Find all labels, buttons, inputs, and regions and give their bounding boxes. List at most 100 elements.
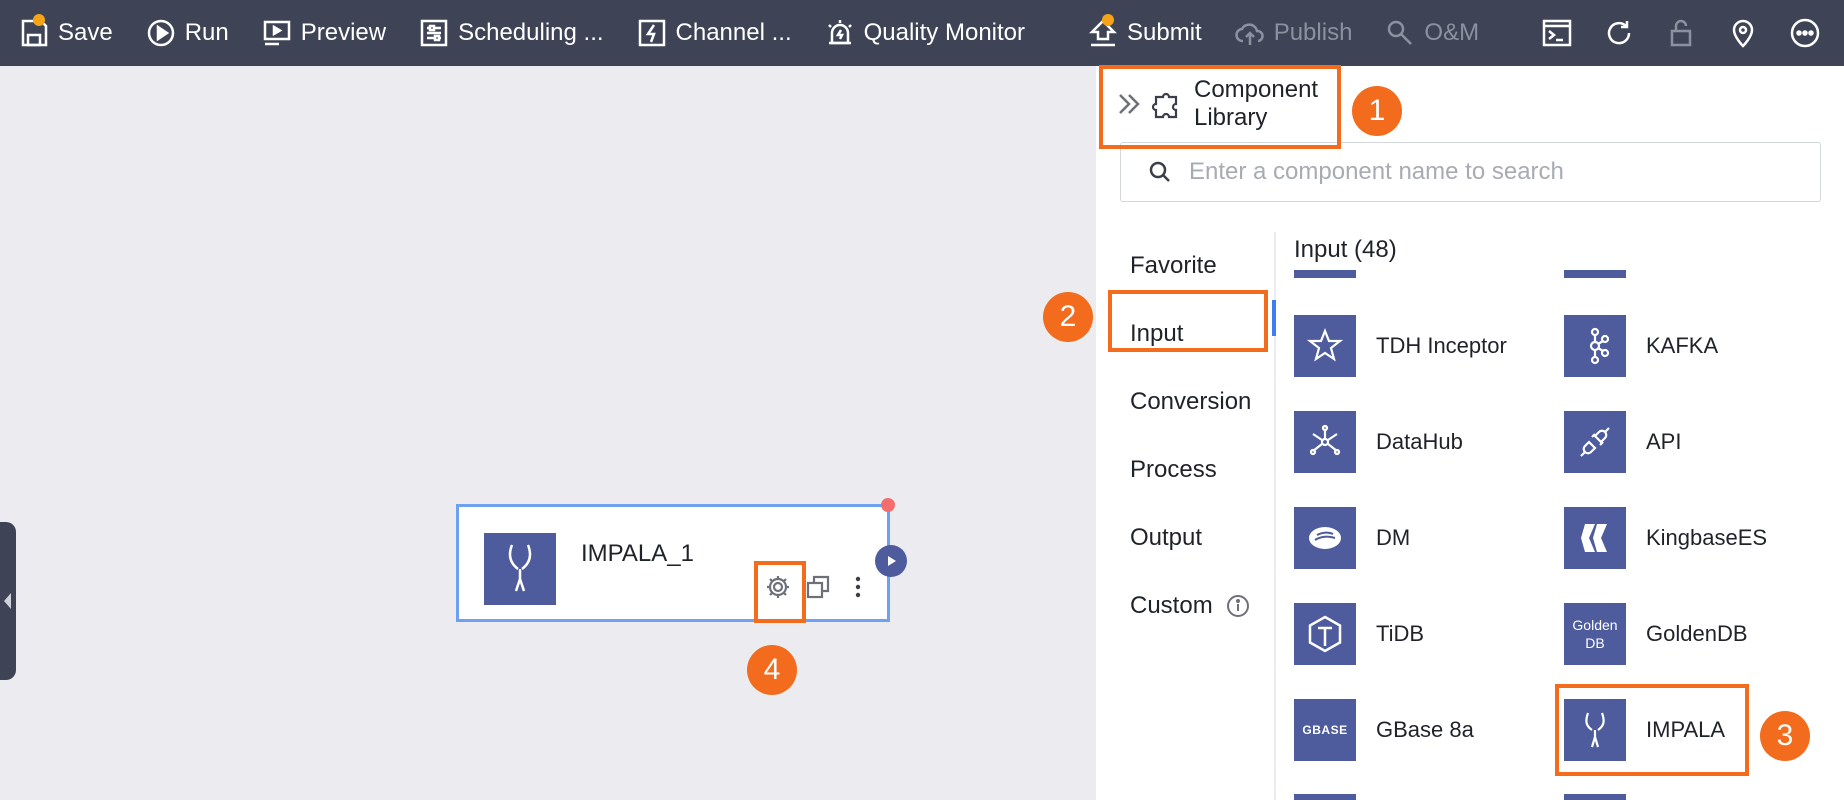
component-tidb[interactable]: TiDB [1294,603,1424,665]
component-kingbasees[interactable]: KingbaseES [1564,507,1767,569]
save-label: Save [58,19,113,46]
tidb-icon [1294,603,1356,665]
callout-box-4 [754,561,806,623]
component-api[interactable]: API [1564,411,1681,473]
node-more-button[interactable] [843,572,873,602]
om-label: O&M [1424,19,1480,46]
component-label: API [1646,429,1682,454]
location-button[interactable] [1727,0,1759,66]
partial-component-icon [1564,270,1626,278]
double-chevron-right-icon[interactable] [1114,89,1144,119]
wrench-icon [1388,20,1413,45]
dm-icon [1294,507,1356,569]
canvas-side-panel-toggle[interactable] [0,522,16,680]
category-label: Conversion [1130,388,1252,415]
partial-component-icon [1294,794,1356,800]
publish-label: Publish [1273,19,1353,46]
lock-icon [1670,19,1692,47]
node-settings-button[interactable] [763,572,793,602]
kingbase-icon [1564,507,1626,569]
goldendb-icon: Golden DB [1564,603,1626,665]
info-icon[interactable] [1225,593,1251,619]
category-output[interactable]: Output [1130,504,1251,572]
callout-badge-1: 1 [1352,86,1402,136]
more-button[interactable] [1789,0,1821,66]
component-gbase-8a[interactable]: GBASE GBase 8a [1294,699,1474,761]
node-run-button[interactable] [875,545,907,577]
category-label: Custom [1130,592,1213,619]
gbase-icon: GBASE [1294,699,1356,761]
submit-button[interactable]: Submit [1087,0,1202,66]
scheduling-button[interactable]: Scheduling ... [418,0,604,66]
toolbar: Save Run Preview Scheduling ... Channel … [0,0,1844,66]
run-label: Run [184,19,229,46]
component-label: TDH Inceptor [1376,333,1507,358]
component-label: GoldenDB [1646,621,1748,646]
callout-badge-3: 3 [1760,711,1810,761]
callout-badge-2: 2 [1043,292,1093,342]
component-label: KingbaseES [1646,525,1768,550]
component-label: IMPALA [1646,717,1726,742]
component-datahub[interactable]: DataHub [1294,411,1463,473]
goldendb-icon-text: Golden DB [1572,617,1618,651]
impala-icon [484,533,556,605]
component-label: TiDB [1376,621,1425,646]
category-input[interactable]: Input [1130,300,1251,368]
preview-button[interactable]: Preview [261,0,386,66]
callout-box-2 [1108,290,1268,352]
component-search[interactable] [1120,142,1821,202]
refresh-icon [1607,21,1631,45]
category-process[interactable]: Process [1130,436,1251,504]
scheduling-label: Scheduling ... [458,19,604,46]
lock-button[interactable] [1665,0,1697,66]
category-label: Process [1130,456,1217,483]
upload-house-icon [1088,19,1118,47]
node-copy-button[interactable] [803,572,833,602]
active-category-indicator [1272,300,1276,336]
quality-monitor-button[interactable]: Quality Monitor [824,0,1025,66]
copy-icon [806,575,830,599]
submit-label: Submit [1127,19,1202,46]
monitor-play-icon [263,20,290,46]
star-icon [1294,315,1356,377]
category-label: Input [1130,320,1184,347]
section-header: Input (48) [1294,236,1397,263]
om-button[interactable]: O&M [1384,0,1479,66]
node-error-indicator [881,498,895,512]
plug-icon [1564,411,1626,473]
puzzle-icon [1151,92,1178,119]
impala-node[interactable]: IMPALA_1 [456,504,890,622]
category-custom[interactable]: Custom [1130,572,1251,640]
impala-icon [1564,699,1626,761]
category-favorite[interactable]: Favorite [1130,232,1251,300]
channel-button[interactable]: Channel ... [636,0,792,66]
panel-title: Component Library [1194,76,1319,131]
partial-component-icon [1294,270,1356,278]
unsaved-indicator-dot [33,14,45,26]
run-button[interactable]: Run [145,0,229,66]
component-kafka[interactable]: KAFKA [1564,315,1718,377]
partial-component-icon [1564,794,1626,800]
component-label: KAFKA [1646,333,1719,358]
callout-box-3 [1555,684,1749,776]
terminal-icon [1542,19,1572,47]
component-goldendb[interactable]: Golden DB GoldenDB [1564,603,1748,665]
category-conversion[interactable]: Conversion [1130,368,1251,436]
alarm-icon [827,20,852,45]
publish-button[interactable]: Publish [1234,0,1353,66]
component-impala[interactable]: IMPALA [1564,699,1725,761]
node-title: IMPALA_1 [581,540,694,567]
terminal-button[interactable] [1541,0,1573,66]
lightning-box-icon [638,19,665,47]
component-dm[interactable]: DM [1294,507,1410,569]
play-icon [888,556,896,566]
refresh-button[interactable] [1603,0,1635,66]
preview-label: Preview [300,19,387,46]
datahub-icon [1294,411,1356,473]
search-icon [1149,161,1170,182]
gear-icon [767,576,789,598]
component-tdh-inceptor[interactable]: TDH Inceptor [1294,315,1507,377]
search-input[interactable] [1189,158,1789,186]
category-label: Output [1130,524,1203,551]
save-button[interactable]: Save [18,0,113,66]
